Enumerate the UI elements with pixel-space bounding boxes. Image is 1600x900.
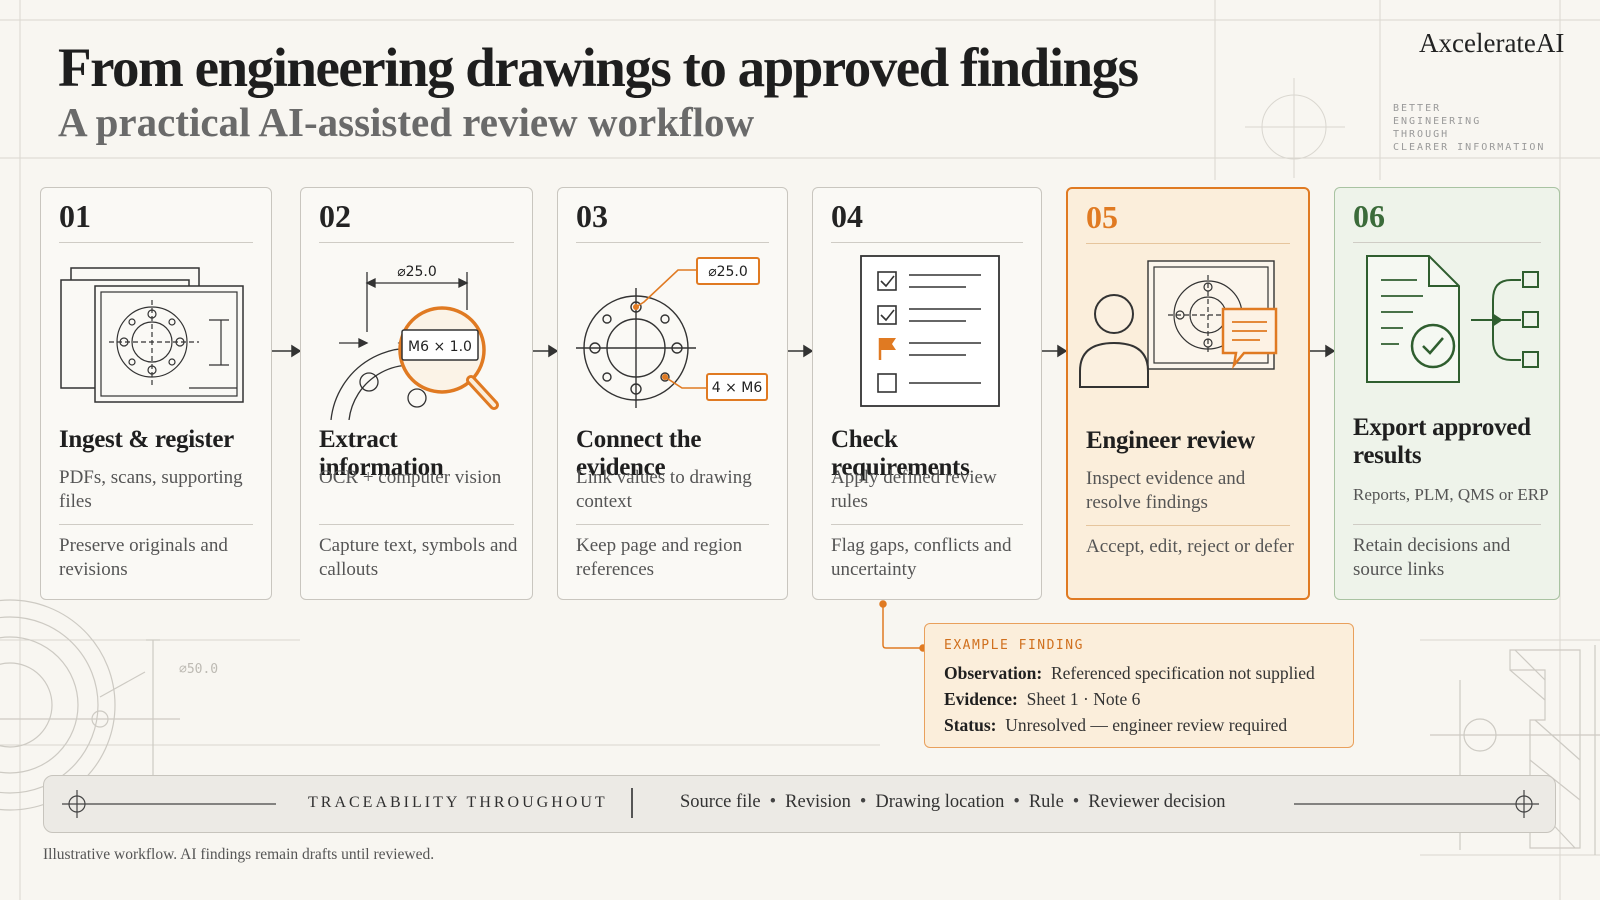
- step-description: Link values to drawing context: [576, 467, 752, 512]
- step-note: Keep page and region references: [576, 535, 743, 580]
- step-card-connect: 03 ⌀25.0 4 × M6 Connect the evidence Lin…: [557, 187, 788, 600]
- example-finding-panel: EXAMPLE FINDING Observation: Referenced …: [924, 623, 1354, 748]
- export-document-icon: [1366, 255, 1539, 383]
- finding-row-observation: Observation: Referenced specification no…: [944, 663, 1315, 684]
- traceability-title: TRACEABILITY THROUGHOUT: [308, 794, 608, 811]
- bullet-separator: •: [1013, 792, 1020, 812]
- divider: [1353, 242, 1541, 243]
- step-number: 04: [831, 198, 863, 234]
- step-card-check: 04 Check requirements Apply defined revi…: [812, 187, 1042, 600]
- bullet-separator: •: [769, 792, 777, 812]
- traceability-items: Source file • Revision • Drawing location • Ru…: [680, 792, 1225, 813]
- step-card-extract: 02 M6 × 1.0 ⌀25.0 Extract information OC…: [300, 187, 533, 600]
- divider: [59, 242, 253, 243]
- finding-label: EXAMPLE FINDING: [944, 638, 1084, 653]
- finding-key: Evidence:: [944, 689, 1018, 709]
- divider: [576, 524, 769, 525]
- page-title: From engineering drawings to approved fi…: [58, 37, 1139, 98]
- trace-item: Source file: [680, 792, 761, 812]
- finding-value: Sheet 1 · Note 6: [1026, 689, 1141, 709]
- trace-item: Reviewer decision: [1088, 792, 1226, 812]
- step-description: PDFs, scans, supporting files: [59, 467, 243, 512]
- brand-logo: AxcelerateAI: [1419, 28, 1565, 58]
- trace-item: Rule: [1028, 792, 1064, 812]
- step-title: Extract information: [319, 426, 444, 481]
- tagline-line: ENGINEERING: [1393, 116, 1482, 127]
- divider: [319, 242, 514, 243]
- divider: [831, 242, 1023, 243]
- divider: [319, 524, 514, 525]
- evidence-tag-thread: 4 × M6: [712, 380, 763, 396]
- bullet-separator: •: [1072, 792, 1080, 812]
- extracted-callout-label: M6 × 1.0: [408, 339, 472, 355]
- finding-value: Referenced specification not supplied: [1050, 663, 1315, 683]
- step-description: Inspect evidence and resolve findings: [1086, 468, 1246, 513]
- step-description: Apply defined review rules: [831, 467, 997, 512]
- checklist-icon: [860, 255, 1000, 407]
- evidence-tag-diameter: ⌀25.0: [708, 264, 748, 280]
- divider: [1086, 525, 1290, 526]
- footer-disclaimer: Illustrative workflow. AI findings remai…: [43, 846, 435, 863]
- finding-row-evidence: Evidence: Sheet 1 · Note 6: [944, 689, 1140, 710]
- divider: [59, 524, 253, 525]
- page-subtitle: A practical AI-assisted review workflow: [58, 99, 755, 145]
- step-note: Preserve originals and revisions: [59, 535, 228, 580]
- step-title: Engineer review: [1086, 427, 1255, 454]
- trace-item: Revision: [785, 792, 851, 812]
- flange-drawing-left: [0, 599, 180, 811]
- traceability-linework: [62, 790, 1539, 818]
- traceability-separator: [631, 788, 633, 818]
- divider: [831, 524, 1023, 525]
- traceability-bar: TRACEABILITY THROUGHOUT Source file • Revi…: [43, 775, 1556, 833]
- divider: [1086, 243, 1290, 244]
- step-title: Check requirements: [831, 426, 970, 481]
- step-title: Ingest & register: [59, 426, 234, 453]
- step-card-ingest: 01 Ingest & register PDFs, scans, suppor…: [40, 187, 272, 600]
- step-note: Flag gaps, conflicts and uncertainty: [831, 535, 1012, 580]
- tagline-line: BETTER: [1393, 103, 1442, 114]
- step-title: Export approved results: [1353, 414, 1531, 469]
- step-note: Capture text, symbols and callouts: [319, 535, 518, 580]
- step-title: Connect the evidence: [576, 426, 702, 481]
- step-number: 05: [1086, 199, 1118, 235]
- stacked-drawings-icon: [60, 267, 244, 403]
- step-number: 01: [59, 198, 91, 234]
- finding-key: Status:: [944, 715, 997, 735]
- bullet-separator: •: [859, 792, 867, 812]
- tagline-line: THROUGH: [1393, 129, 1450, 140]
- step-card-engineer-review: 05 Engineer review Inspect evidence and …: [1066, 187, 1310, 600]
- divider: [1353, 524, 1541, 525]
- step-number: 02: [319, 198, 351, 234]
- linked-evidence-icon: ⌀25.0 4 × M6: [576, 257, 768, 408]
- finding-value: Unresolved — engineer review required: [1005, 715, 1288, 735]
- brand-tagline: BETTER ENGINEERING THROUGH CLEARER INFOR…: [1393, 102, 1545, 154]
- step-number: 03: [576, 198, 608, 234]
- flow-arrows: [272, 344, 1336, 358]
- section-drawing-right: [1430, 645, 1600, 855]
- trace-item: Drawing location: [875, 792, 1005, 812]
- step-description: OCR + computer vision: [319, 467, 502, 488]
- step-note: Accept, edit, reject or defer: [1086, 536, 1294, 557]
- magnifier-extraction-icon: M6 × 1.0 ⌀25.0: [330, 264, 499, 420]
- finding-key: Observation:: [944, 663, 1043, 683]
- tagline-line: CLEARER INFORMATION: [1393, 142, 1546, 153]
- engineer-review-icon: [1079, 260, 1278, 388]
- dimension-label: ⌀25.0: [397, 264, 437, 280]
- step-card-export: 06 Export approved results Reports, P: [1334, 187, 1560, 600]
- finding-row-status: Status: Unresolved — engineer review req…: [944, 715, 1287, 736]
- step-description: Reports, PLM, QMS or ERP: [1353, 485, 1549, 504]
- divider: [576, 242, 769, 243]
- step-note: Retain decisions and source links: [1353, 535, 1511, 580]
- step-number: 06: [1353, 198, 1385, 234]
- background-dim-label: ⌀50.0: [179, 662, 218, 677]
- finding-connector: [879, 600, 927, 652]
